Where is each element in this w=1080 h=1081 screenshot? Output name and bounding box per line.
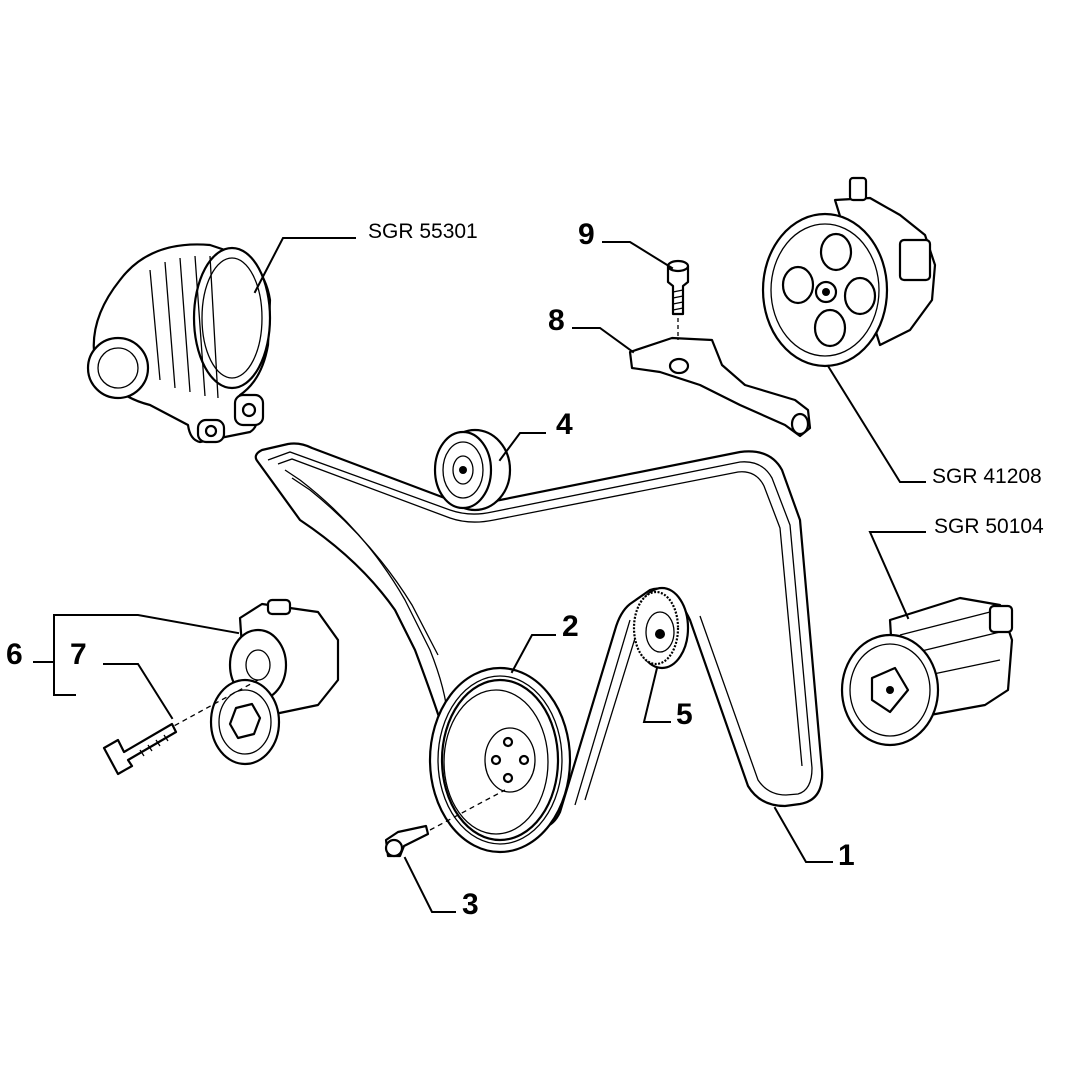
crankshaft-pulley <box>428 666 572 854</box>
tensioner-bolt <box>102 722 178 776</box>
ref-ac-compressor: SGR 50104 <box>934 515 1044 538</box>
power-steering-pump <box>761 176 937 368</box>
leader-9 <box>602 241 674 270</box>
idler-pulley-lower <box>632 586 690 670</box>
callout-4: 4 <box>556 408 573 441</box>
idler-pulley-upper <box>433 428 512 512</box>
callout-8: 8 <box>548 304 565 337</box>
alternator <box>86 243 272 444</box>
callout-6: 6 <box>6 638 23 671</box>
idler-bracket <box>628 336 812 438</box>
ref-steering-pump: SGR 41208 <box>932 465 1042 488</box>
leader-sgr-55301 <box>253 237 356 294</box>
leader-6-bracket <box>53 614 76 696</box>
leader-5 <box>642 666 671 723</box>
leader-4 <box>498 432 546 462</box>
callout-2: 2 <box>562 610 579 643</box>
belt-tensioner <box>129 598 340 766</box>
callout-7: 7 <box>70 638 87 671</box>
callout-3: 3 <box>462 888 479 921</box>
bracket-bolt <box>666 259 690 340</box>
leader-3 <box>403 856 456 913</box>
leader-8 <box>572 327 635 354</box>
pulley-bolt <box>384 789 506 858</box>
leader-6-to-part <box>74 614 240 635</box>
leader-sgr-41208 <box>826 364 926 483</box>
callout-9: 9 <box>578 218 595 251</box>
leader-1 <box>773 806 833 863</box>
leader-7 <box>103 663 174 720</box>
ref-alternator: SGR 55301 <box>368 220 478 243</box>
callout-5: 5 <box>676 698 693 731</box>
ac-compressor <box>840 596 1014 747</box>
leader-sgr-50104 <box>868 531 926 620</box>
leader-lines <box>33 237 926 913</box>
callout-1: 1 <box>838 839 855 872</box>
leader-2 <box>510 634 556 674</box>
